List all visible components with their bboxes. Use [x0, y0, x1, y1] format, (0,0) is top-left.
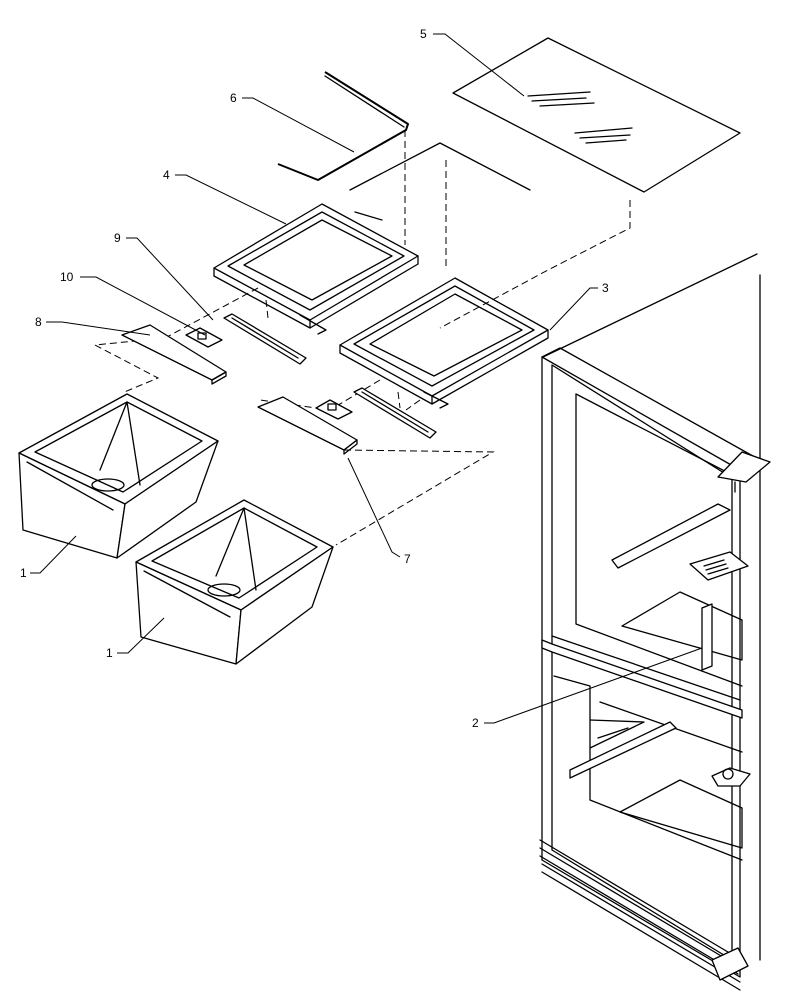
callout-2: 2: [472, 716, 479, 730]
callout-9: 9: [114, 231, 121, 245]
rail-right: [353, 387, 437, 439]
callout-4: 4: [163, 168, 170, 182]
shelf-back-outline: [349, 142, 531, 221]
callout-7: 7: [404, 552, 411, 566]
glass-shelf: [452, 37, 741, 193]
callout-3: 3: [602, 281, 609, 295]
cover-support-left: [121, 324, 227, 385]
bracket-right: [315, 399, 353, 420]
callout-1-left: 1: [20, 566, 27, 580]
leader-lines: [30, 33, 703, 724]
refrigerator-cabinet: [539, 253, 771, 991]
callout-1-right: 1: [106, 646, 113, 660]
rail-left: [223, 313, 307, 365]
shelf-trim: [277, 71, 409, 181]
callout-labels: 5 6 4 9 10 8 3 7 1 1 2: [20, 27, 609, 730]
cover-support-right: [257, 396, 358, 455]
shelf-frame-left: [213, 203, 419, 335]
callout-10: 10: [60, 270, 74, 284]
callout-8: 8: [35, 315, 42, 329]
callout-6: 6: [230, 91, 237, 105]
callout-5: 5: [420, 27, 427, 41]
crisper-pan-right: [135, 499, 334, 665]
crisper-pan-left: [18, 393, 219, 559]
shelf-frame-right: [339, 277, 549, 409]
bracket-left: [185, 327, 223, 348]
